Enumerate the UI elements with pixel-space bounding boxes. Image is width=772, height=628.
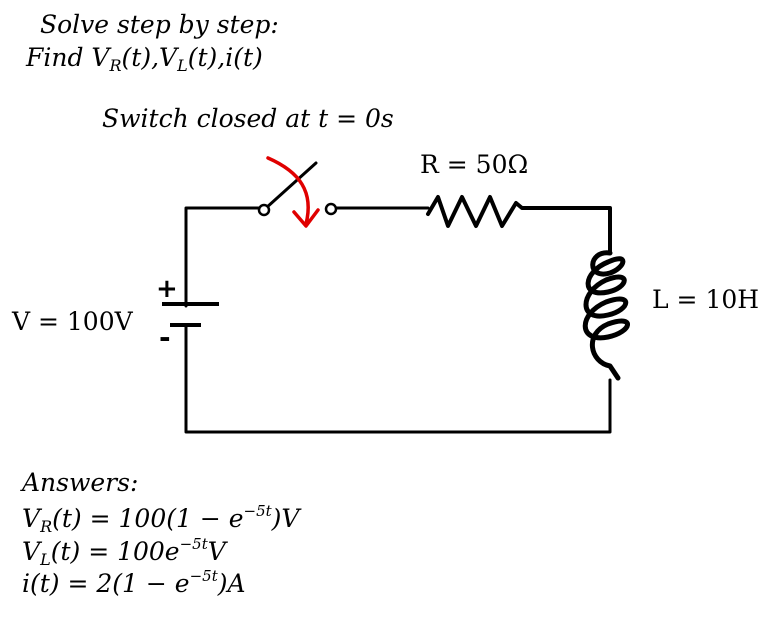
answer-i-exp: −5t: [189, 567, 218, 585]
answer-i-mid: i(t) = 2(1 − e: [22, 569, 190, 598]
answer-vl-base: V: [22, 537, 41, 566]
battery-plate-short: [170, 323, 201, 327]
answer-vr-base: V: [22, 504, 41, 533]
header-instruction: Solve step by step:: [40, 10, 279, 39]
resistor-zigzag: [426, 195, 612, 255]
answer-vr-sub: R: [40, 517, 53, 536]
battery-plate-long: [162, 302, 219, 306]
vl-arg: (t),: [187, 43, 226, 72]
resistor-label: R = 50Ω: [420, 150, 529, 179]
answer-i: i(t) = 2(1 − e−5t)A: [22, 567, 246, 598]
vr-arg: (t),: [121, 43, 160, 72]
vr-sub: R: [109, 56, 122, 75]
answer-vr-mid: (t) = 100(1 − e: [52, 504, 244, 533]
wire-left-lower: [184, 324, 612, 434]
switch-arrow-icon: [266, 156, 320, 228]
header-find-line: Find VR(t),VL(t),i(t): [26, 45, 263, 74]
inductor-coil: [582, 250, 630, 381]
answer-vr-end: )V: [271, 504, 300, 533]
switch-blade: [264, 161, 318, 210]
vl-sub: L: [177, 56, 188, 75]
inductor-label: L = 10H: [652, 285, 760, 314]
switch-contact-left: [257, 203, 271, 217]
switch-note: Switch closed at t = 0s: [102, 104, 394, 133]
answer-i-end: )A: [217, 569, 246, 598]
vr-base: V: [91, 43, 110, 72]
answer-vl: VL(t) = 100e−5tV: [22, 537, 226, 568]
vl-base: V: [159, 43, 178, 72]
answer-vr: VR(t) = 100(1 − e−5t)V: [22, 504, 299, 535]
i-label: i(t): [225, 43, 263, 72]
answers-title: Answers:: [22, 468, 139, 497]
answer-vl-exp: −5t: [179, 535, 208, 553]
answer-vl-mid: (t) = 100e: [50, 537, 180, 566]
find-prefix: Find: [26, 43, 92, 72]
battery-plus: +: [156, 274, 178, 304]
answer-vr-exp: −5t: [243, 502, 272, 520]
wire-left-upper: [184, 206, 261, 308]
switch-contact-right: [324, 202, 338, 216]
answer-vl-end: V: [207, 537, 226, 566]
source-label: V = 100V: [12, 307, 133, 336]
answer-vl-sub: L: [40, 550, 51, 569]
battery-minus: -: [159, 321, 171, 354]
